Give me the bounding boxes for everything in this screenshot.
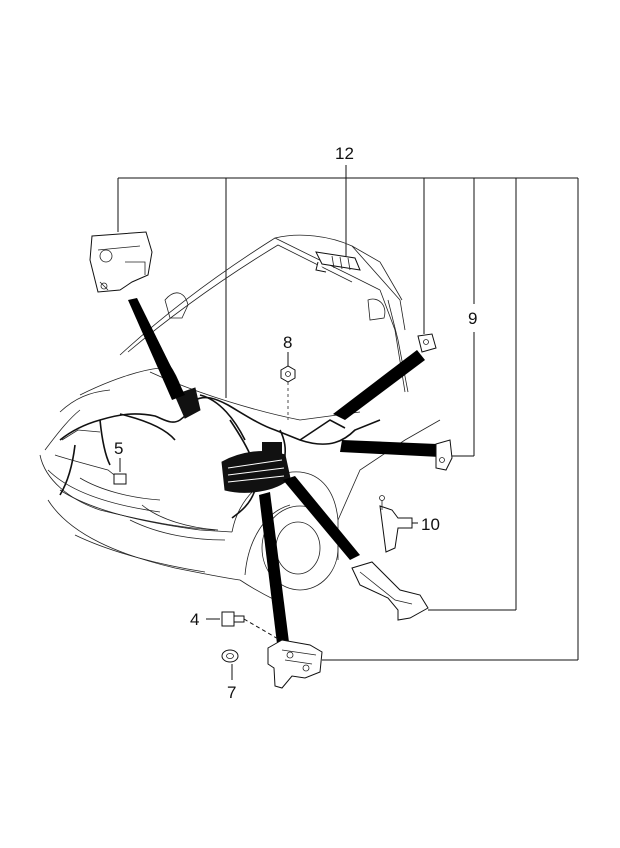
pointer-bands [128,298,440,652]
clip-part [417,333,437,353]
callout-8: 8 [283,333,292,352]
connector-part [315,251,361,273]
junction-box [221,442,291,493]
callout-10: 10 [421,515,440,534]
nut-part-7 [221,649,239,680]
callout-7: 7 [227,683,236,702]
callout-4: 4 [190,610,199,629]
bolt-part-4 [206,611,281,641]
nut-part-8 [280,352,296,420]
wiring-harness [59,359,381,519]
callout-12-leaders [117,165,579,661]
bracket-part-9 [435,439,453,471]
callout-5: 5 [114,439,123,458]
bolt-part-5 [113,458,127,485]
callout-9: 9 [468,309,477,328]
fuse-box-cover-part [89,231,153,293]
bracket-part-10 [379,495,418,553]
ecu-bracket-part [267,639,323,689]
vehicle-outline [39,234,441,601]
callout-12: 12 [335,144,354,163]
duct-part [351,561,429,621]
